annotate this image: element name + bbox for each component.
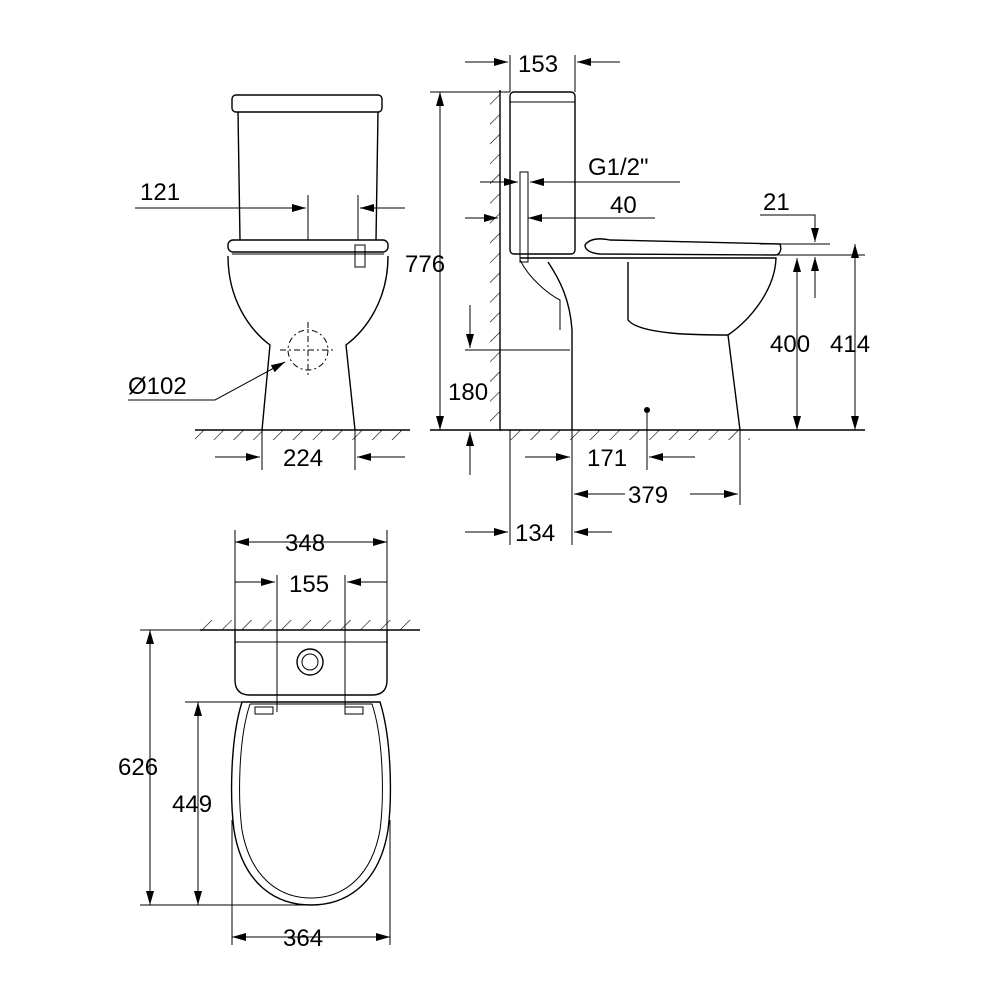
side-view: 153 G1/2" 40 21 776 400 414 180 171 [405, 51, 870, 547]
dim-21: 21 [763, 189, 790, 216]
dim-180: 180 [448, 379, 488, 406]
dim-diameter-102: Ø102 [128, 373, 187, 400]
dim-134: 134 [515, 520, 555, 547]
bowl [227, 255, 389, 431]
floor-hatch-side [500, 430, 750, 440]
dim-449: 449 [172, 791, 212, 818]
dim-171: 171 [587, 445, 627, 472]
bowl-side [520, 257, 777, 431]
seat-side [584, 238, 782, 256]
top-view: 348 155 626 449 364 [118, 530, 420, 952]
dim-364: 364 [283, 925, 323, 952]
tank-side [509, 91, 576, 255]
flush-button [296, 648, 324, 676]
dim-379: 379 [628, 482, 668, 509]
seat-lid [227, 239, 389, 253]
dim-155: 155 [289, 571, 329, 598]
dim-153: 153 [518, 51, 558, 78]
dim-g12: G1/2" [588, 154, 649, 181]
floor-hatch [195, 430, 410, 440]
dim-348: 348 [285, 530, 325, 557]
dim-414: 414 [830, 331, 870, 358]
dim-121: 121 [140, 179, 180, 206]
wall-hatch [490, 90, 500, 430]
tank-top [234, 630, 388, 696]
tank-lid [231, 94, 383, 113]
front-view: 121 Ø102 224 [128, 94, 410, 472]
dim-776: 776 [405, 251, 445, 278]
tank-body [237, 111, 379, 241]
dim-626: 626 [118, 754, 158, 781]
dim-400: 400 [770, 331, 810, 358]
wall-hatch-top [200, 620, 420, 630]
dim-224: 224 [283, 445, 323, 472]
dim-40: 40 [610, 192, 637, 219]
seat-top [230, 701, 392, 906]
